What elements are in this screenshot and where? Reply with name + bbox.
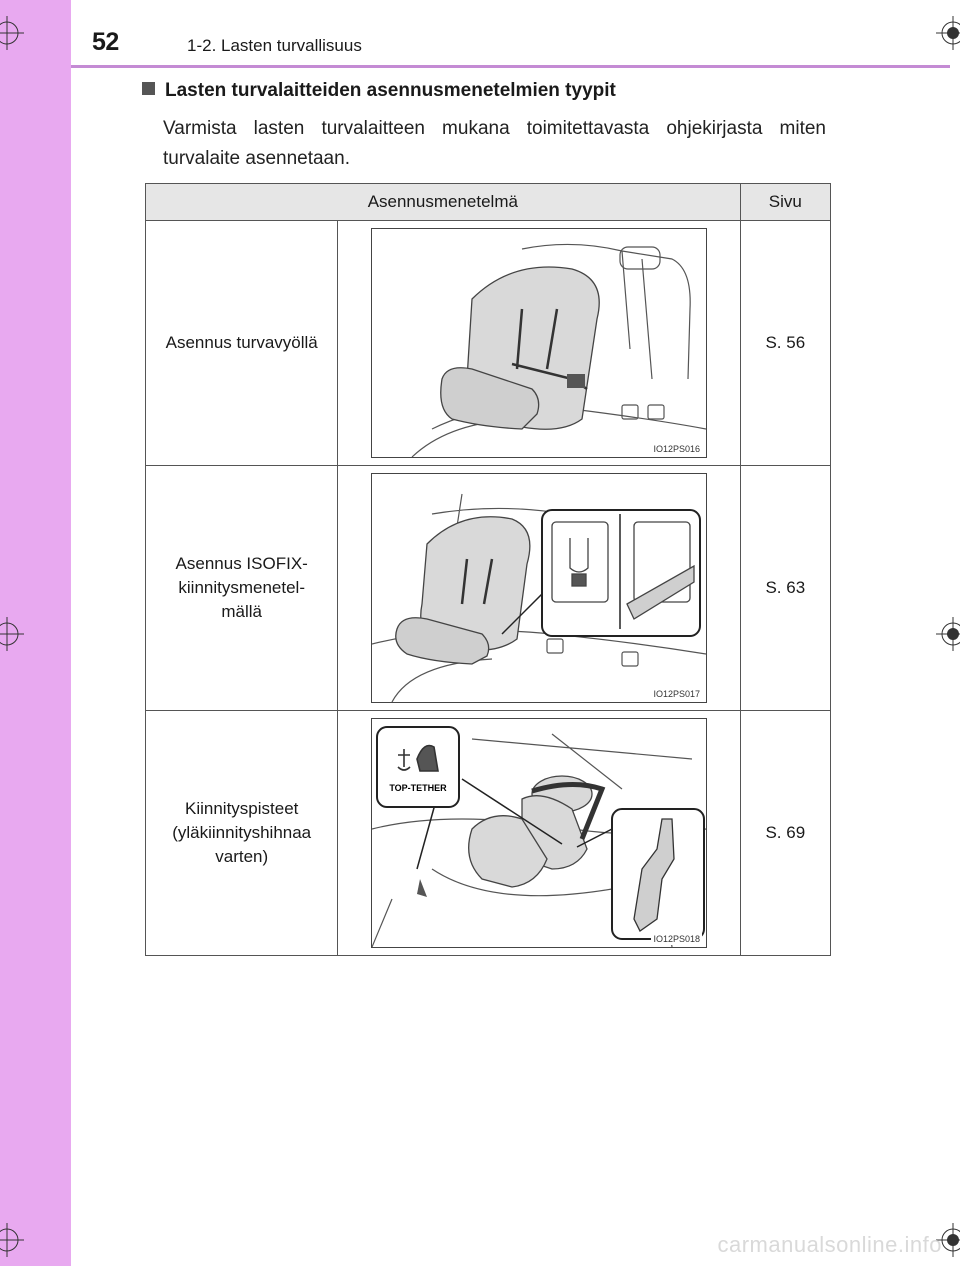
side-strip	[0, 0, 71, 1266]
child-seat-isofix-illustration: IO12PS017	[371, 473, 708, 703]
figure-id: IO12PS018	[651, 933, 703, 945]
table-header-row: Asennusmenetelmä Sivu	[145, 183, 832, 221]
top-tether-drawing: TOP-TETHER	[372, 726, 707, 947]
section-heading: Lasten turvalaitteiden asennusmenetelmie…	[142, 80, 616, 102]
bullet-square-icon	[142, 82, 155, 95]
isofix-install-drawing	[372, 493, 707, 702]
page-number: 52	[92, 28, 119, 56]
figure-cell: TOP-TETHER IO12PS018	[337, 710, 741, 956]
registration-mark-icon	[0, 16, 24, 50]
header-method: Asennusmenetelmä	[145, 183, 741, 221]
table-row: Asennus ISOFIX- kiinnitysmenetel- mällä	[144, 465, 832, 711]
seatbelt-install-drawing	[411, 243, 707, 457]
registration-mark-icon	[936, 16, 960, 50]
child-seat-seatbelt-illustration: IO12PS016	[371, 228, 708, 458]
method-label: Asennus ISOFIX-	[175, 554, 308, 573]
method-label: Kiinnityspisteet	[185, 799, 299, 818]
method-label: kiinnitysmenetel-	[178, 578, 305, 597]
intro-paragraph: Varmista lasten turvalaitteen mukana toi…	[163, 118, 826, 169]
table-row: Asennus turvavyöllä	[144, 220, 832, 466]
page-cell: S. 63	[739, 465, 832, 711]
registration-mark-icon	[936, 1223, 960, 1257]
method-cell: Kiinnityspisteet (yläkiinnityshihnaa var…	[144, 710, 339, 956]
method-label: Asennus turvavyöllä	[165, 333, 318, 352]
installation-methods-table: Asennusmenetelmä Sivu Asennus turvavyöll…	[144, 183, 832, 956]
method-cell: Asennus ISOFIX- kiinnitysmenetel- mällä	[144, 465, 339, 711]
header-rule	[71, 65, 950, 68]
page-cell: S. 69	[739, 710, 832, 956]
figure-id: IO12PS016	[651, 443, 703, 455]
top-tether-illustration: TOP-TETHER IO12PS018	[371, 718, 708, 948]
registration-mark-icon	[0, 617, 24, 651]
registration-mark-icon	[936, 617, 960, 651]
figure-cell: IO12PS016	[337, 220, 741, 466]
section-title: 1-2. Lasten turvallisuus	[187, 36, 362, 55]
method-label: varten)	[215, 847, 269, 866]
table-row: Kiinnityspisteet (yläkiinnityshihnaa var…	[144, 710, 832, 956]
method-label: mällä	[221, 602, 262, 621]
figure-id: IO12PS017	[651, 688, 703, 700]
header-page: Sivu	[739, 183, 832, 221]
registration-mark-icon	[0, 1223, 24, 1257]
method-label: (yläkiinnityshihnaa	[172, 823, 312, 842]
top-tether-label: TOP-TETHER	[389, 783, 447, 793]
page-cell: S. 56	[739, 220, 832, 466]
watermark: carmanualsonline.info	[717, 1232, 942, 1257]
figure-cell: IO12PS017	[337, 465, 741, 711]
method-cell: Asennus turvavyöllä	[144, 220, 339, 466]
